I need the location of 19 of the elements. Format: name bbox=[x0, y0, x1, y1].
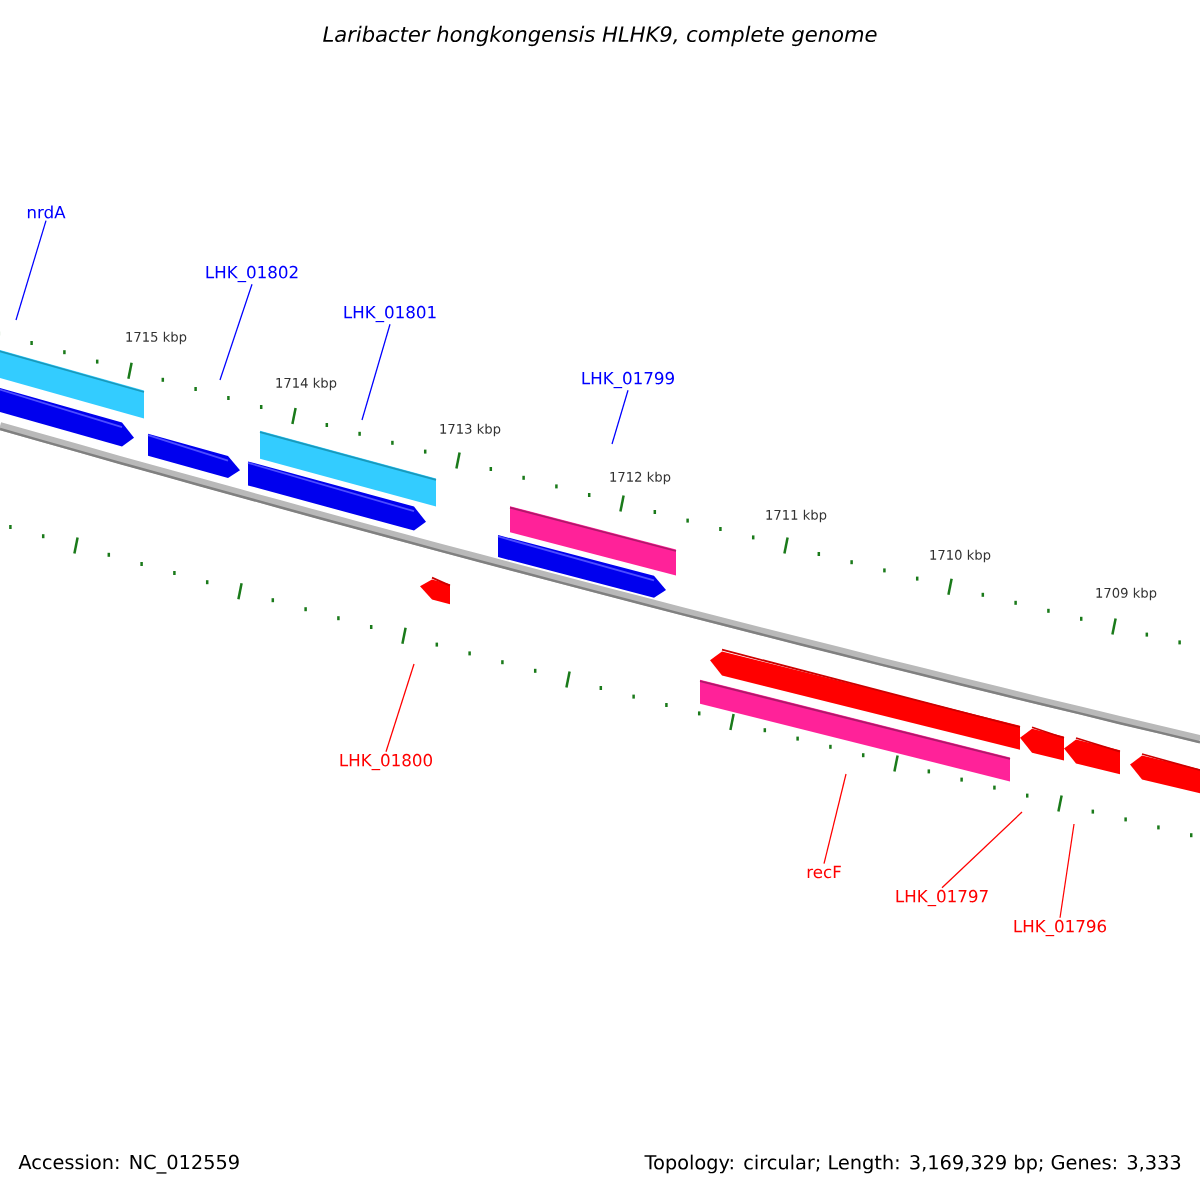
leader-line bbox=[611, 389, 629, 445]
title: Laribacter hongkongensis HLHK9, complete genome bbox=[323, 25, 877, 47]
gene-label: LHK_01799 bbox=[582, 371, 674, 389]
leader-line bbox=[823, 773, 847, 865]
leader-line bbox=[1059, 823, 1075, 919]
leader-line bbox=[219, 283, 253, 381]
gene-label: LHK_01801 bbox=[344, 305, 436, 323]
footer-text: Accession: NC_012559 bbox=[18, 1154, 239, 1174]
gene-label: LHK_01800 bbox=[340, 753, 432, 771]
gene-label: nrdA bbox=[27, 205, 66, 219]
leader-line bbox=[15, 219, 47, 321]
leader-line bbox=[385, 663, 415, 753]
gene-label: LHK_01796 bbox=[1014, 919, 1107, 937]
gene-label: LHK_01802 bbox=[206, 265, 298, 283]
leader-line bbox=[361, 323, 391, 421]
gene-label: LHK_01797 bbox=[896, 889, 988, 907]
gene-label: recF bbox=[807, 865, 841, 879]
leader-line bbox=[941, 811, 1023, 889]
footer-text: Topology: circular; Length: 3,169,329 bp; Genes: 3,333 bbox=[644, 1154, 1181, 1174]
